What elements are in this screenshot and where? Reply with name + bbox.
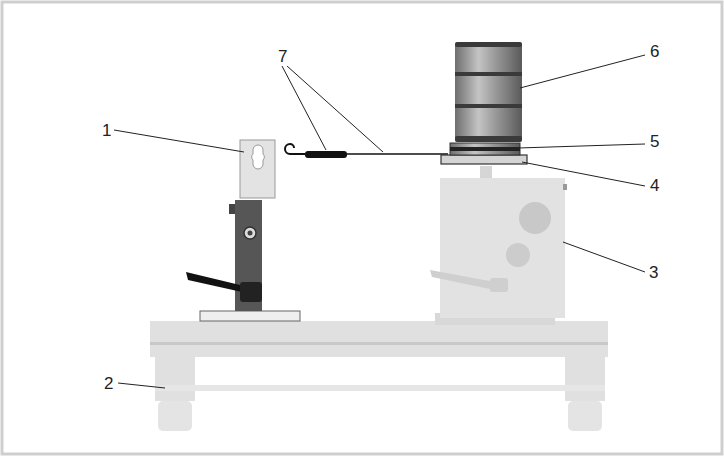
- spring-wire: [285, 144, 448, 158]
- load-cell-stand: [186, 140, 300, 321]
- leader-lines: [114, 55, 645, 388]
- callout-number: 6: [648, 42, 661, 61]
- callout-number: 4: [648, 176, 661, 195]
- table: [150, 321, 608, 431]
- callout-number: 3: [647, 263, 660, 282]
- callout-number: 1: [100, 121, 113, 140]
- callout-number: 7: [276, 47, 289, 66]
- callout-number: 5: [648, 132, 661, 151]
- callout-number: 2: [102, 374, 115, 393]
- rheometer: [430, 166, 567, 325]
- weights: [441, 42, 527, 164]
